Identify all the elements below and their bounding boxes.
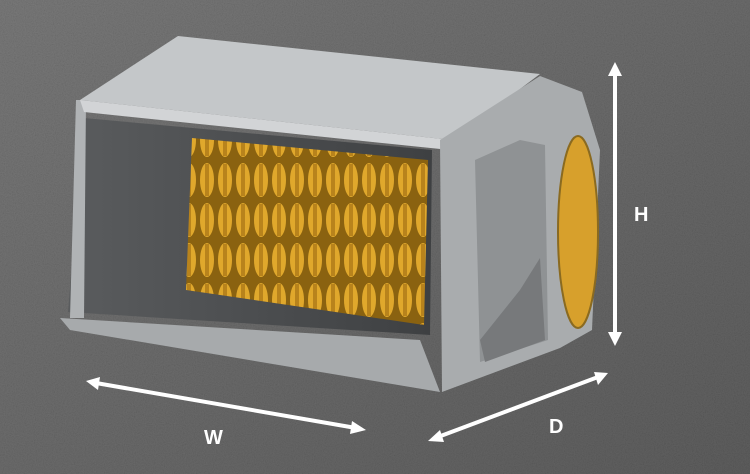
side-rotor-disc (557, 135, 599, 329)
front-frame-left (70, 100, 86, 318)
dimension-arrows (86, 62, 622, 442)
hook-bracket (480, 258, 545, 362)
depth-arrow (437, 375, 599, 439)
rotor-shafts (186, 138, 428, 325)
top-panel (80, 36, 540, 140)
height-label: H (634, 204, 649, 226)
width-arrow (95, 381, 357, 430)
width-label: W (204, 427, 223, 449)
depth-label: D (549, 416, 564, 438)
front-frame-top (80, 100, 452, 150)
bucket (60, 36, 600, 392)
bottom-plate (60, 318, 440, 392)
